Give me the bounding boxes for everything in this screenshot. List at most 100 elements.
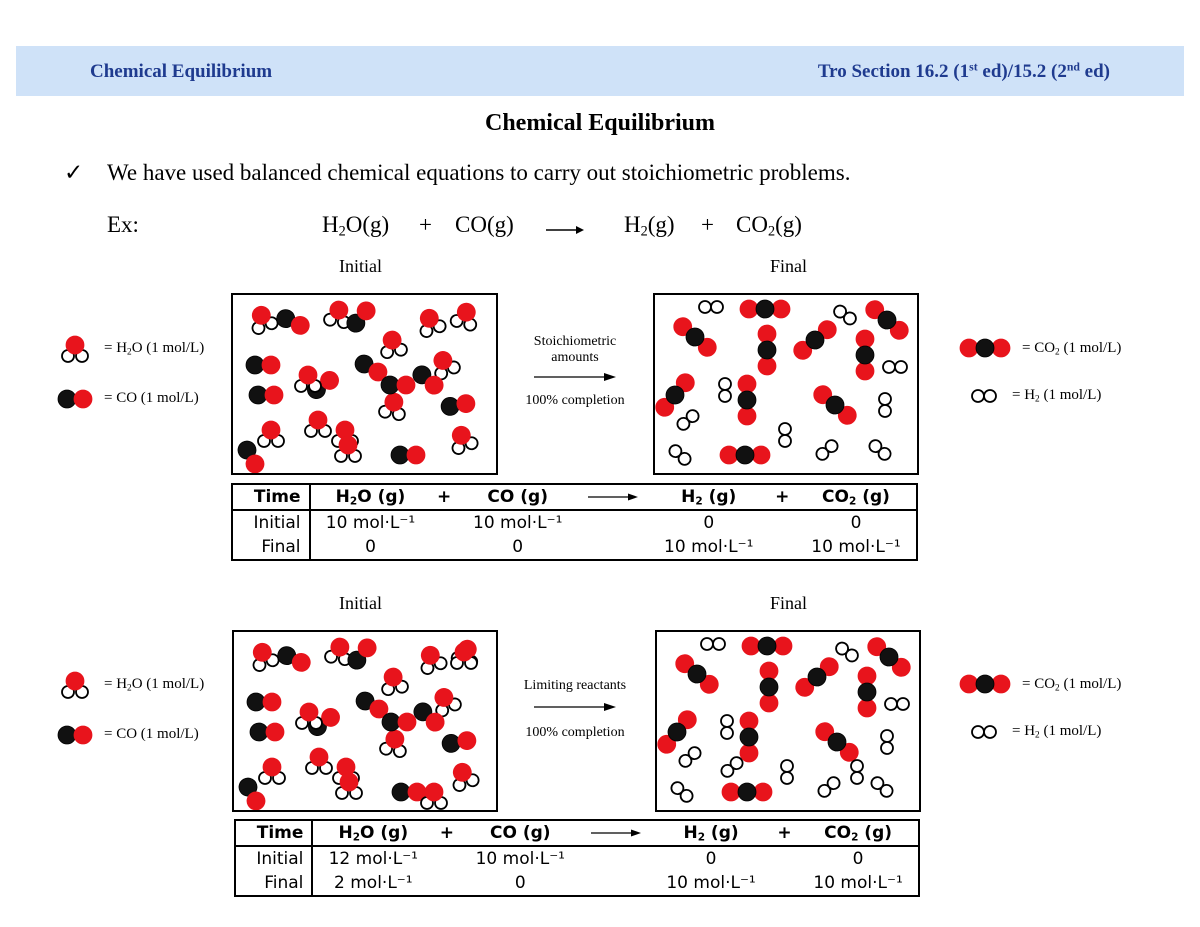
header-right-sup2: nd [1066,60,1080,74]
h2-molecule [971,389,997,403]
hydrogen-atom [884,697,898,711]
oxygen-atom [419,308,439,328]
th-co2-sub: 2 [851,831,859,844]
h2-molecule [668,444,692,466]
cell-label: Initial [232,510,311,535]
co2-molecule [719,445,771,465]
hydrogen-atom [780,771,794,785]
oxygen-atom [739,711,759,731]
h2o-molecule [295,702,323,730]
h2o-molecule [258,757,286,785]
oxygen-atom [73,725,93,745]
carbon-atom [805,330,825,350]
co2-molecule [795,657,839,697]
hydrogen-atom [880,741,894,755]
co-molecule [441,731,477,753]
oxygen-atom [757,324,777,344]
oxygen-atom [420,645,440,665]
cell-co: 0 [512,537,524,557]
h2-molecule [868,439,892,461]
cell-label: Initial [235,846,314,871]
th-h2-b: (g) [702,487,737,507]
co2-molecule [739,711,759,763]
eq-plus-1: + [419,212,432,237]
h2-molecule [720,756,744,778]
th-h2-sub: 2 [695,495,703,508]
oxygen-atom [397,712,417,732]
oxygen-atom [737,374,757,394]
oxygen-atom [65,335,85,355]
co2-molecule [815,722,859,762]
header-left: Chemical Equilibrium [90,61,273,82]
oxygen-atom [424,782,444,802]
oxygen-atom [265,722,285,742]
carbon-atom [380,375,400,395]
s2-mid-line1: Limiting reactants [523,678,627,693]
s1-final-box [653,293,919,475]
hydrogen-atom [879,783,894,798]
s2-legend-co2: = CO2 (1 mol/L) [1022,676,1121,693]
th-co2-b: (g) [856,487,890,507]
h2-molecule [882,360,908,374]
s1-middle: Stoichiometric amounts 100% completion [508,334,642,409]
h2o-molecule [378,392,406,422]
table-arrow-icon [590,829,641,837]
h2-molecule [850,759,864,785]
eq-co2-b: (g) [775,212,802,237]
carbon-atom [248,385,268,405]
hydrogen-atom [896,697,910,711]
co-molecule [246,692,282,712]
co-molecule [380,375,416,395]
co2-molecule [757,324,777,376]
s2-h2-legend-icon [971,725,997,739]
oxygen-atom [424,375,444,395]
oxygen-atom [291,652,311,672]
s1-leg-h2o-a: = H [104,340,128,356]
hydrogen-atom [894,360,908,374]
hydrogen-atom [826,776,841,791]
co-molecule [440,394,476,416]
th-h2o-b: O (g) [357,487,406,507]
carbon-atom [857,682,877,702]
th-co: CO (g) [457,484,578,511]
co2-molecule [867,637,911,677]
th-h2-a: H [683,823,698,843]
co2-molecule [959,674,1011,694]
cell-label: Final [235,871,314,896]
table-row: Final 2 mol·L⁻¹ 0 10 mol·L⁻¹ 10 mol·L⁻¹ [235,871,919,896]
h2-molecule [678,746,702,768]
oxygen-atom [261,420,281,440]
cell-label: Final [232,535,311,560]
co2-molecule [759,661,779,713]
co-molecule [355,691,389,719]
co-molecule [57,725,93,745]
s2-leg-co2-sub: 2 [1055,683,1060,694]
carbon-atom [246,692,266,712]
oxygen-atom [261,355,281,375]
table-arrow-icon [588,493,639,501]
carbon-atom [667,722,687,742]
h2o-molecule [420,782,448,810]
eq-reactant-co: CO(g) [455,212,514,237]
h2o-molecule [420,645,448,675]
th-h2o: H2O (g) [309,484,431,511]
oxygen-atom [309,747,329,767]
oxygen-atom [299,702,319,722]
hydrogen-atom [720,714,734,728]
co-molecule [347,638,377,670]
carbon-atom [737,782,757,802]
table-header-row: Time H2O (g) + CO (g) H2 (g) + CO2 (g) [232,484,917,511]
cell-co: 10 mol·L⁻¹ [475,849,565,869]
cell-h2o: 10 mol·L⁻¹ [325,513,416,533]
oxygen-atom [329,300,349,320]
page-title: Chemical Equilibrium [484,110,716,136]
cell-co2: 0 [850,513,862,533]
co2-molecule [813,385,857,425]
oxygen-atom [396,375,416,395]
s2-arrow-icon [534,703,616,711]
oxygen-atom [771,299,791,319]
oxygen-atom [308,410,328,430]
hydrogen-atom [687,746,702,761]
co-molecule [245,355,281,375]
hydrogen-atom [677,451,692,466]
